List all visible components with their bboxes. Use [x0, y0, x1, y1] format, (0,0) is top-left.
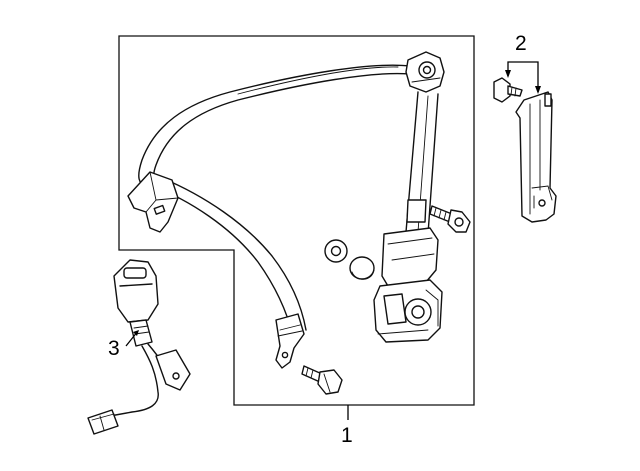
shoulder-guide-icon	[405, 51, 445, 93]
seat-belt-buckle-icon	[87, 259, 191, 435]
washer-icon	[324, 239, 348, 263]
lower-bolt-icon	[301, 365, 343, 395]
height-adjuster-icon	[515, 91, 557, 223]
arrow-head-icon	[505, 70, 511, 78]
arrow-head-icon	[133, 330, 139, 336]
cap-icon	[349, 256, 375, 280]
leader-line-2	[507, 61, 539, 92]
arrow-head-icon	[535, 86, 541, 94]
callout-2: 2	[515, 32, 527, 55]
bolt-icon	[429, 205, 471, 233]
adjuster-bolt-icon	[493, 77, 523, 103]
seat-belt-webbing-icon	[127, 64, 411, 369]
callout-3: 3	[108, 337, 120, 360]
seat-belt-retractor-icon	[373, 91, 443, 343]
callout-1: 1	[341, 424, 353, 447]
assembly-frame-outline	[118, 35, 475, 406]
